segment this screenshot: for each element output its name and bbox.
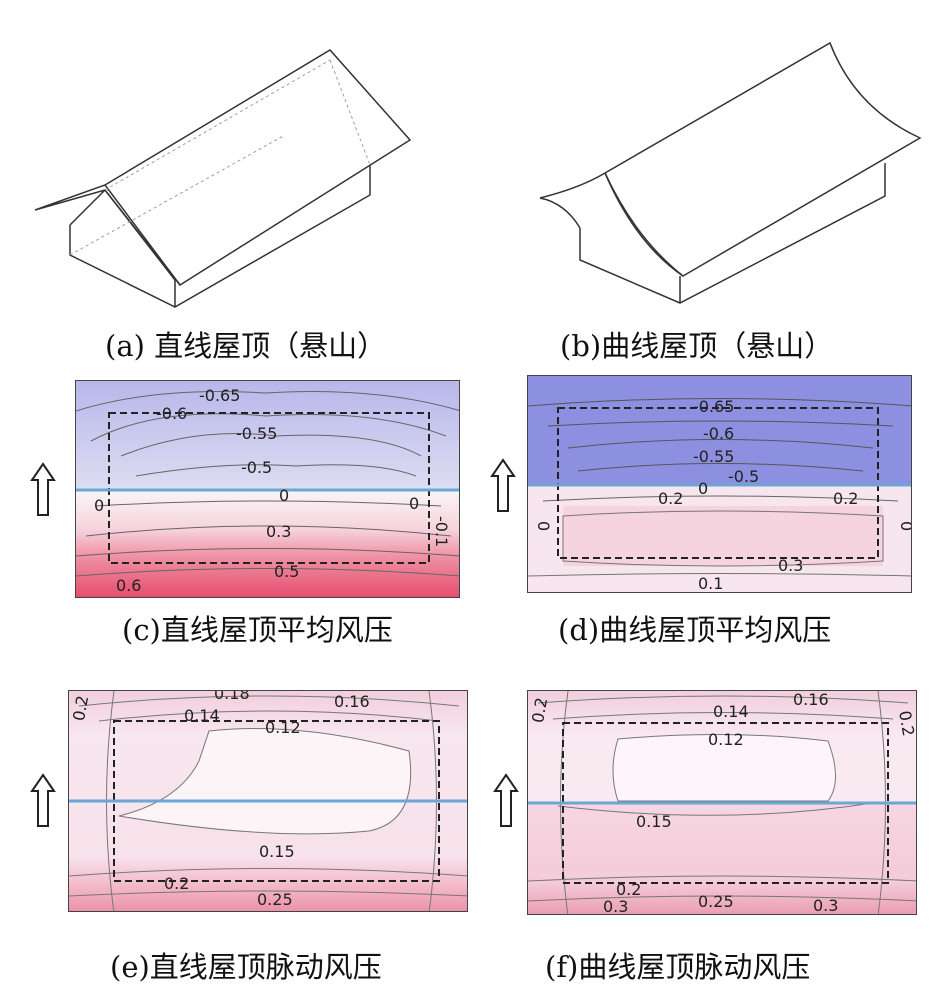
contour-map-straight-mean: -0.65 -0.6 -0.55 -0.5 0 0 0 -0.1 0.3 0.5… (75, 380, 460, 598)
caption-a: (a) 直线屋顶（悬山） (105, 329, 387, 363)
contour-label: 0.12 (708, 730, 744, 749)
contour-label: 0.16 (334, 692, 370, 711)
contour-label: 0 (698, 479, 708, 498)
contour-label: 0.3 (603, 897, 628, 915)
contour-label: 0.2 (616, 880, 641, 899)
contour-label: 0 (279, 486, 289, 505)
contour-label: -0.6 (703, 424, 734, 443)
contour-label: 0.18 (214, 691, 250, 703)
caption-c: (c)直线屋顶平均风压 (122, 613, 393, 647)
contour-label: 0.2 (164, 874, 189, 893)
contour-label: 0.16 (793, 691, 829, 709)
wind-arrow-icon (493, 773, 519, 827)
contour-label: 0 (409, 494, 419, 513)
contour-label: -0.65 (693, 397, 734, 416)
contour-map-curved-fluctuating: 0.2 0.16 0.14 0.12 0.2 0.15 0.2 0.25 0.3… (527, 690, 917, 915)
contour-label: 0.12 (265, 718, 301, 737)
contour-label: 0.14 (713, 702, 749, 721)
contour-label: 0 (534, 521, 553, 531)
contour-label: 0.1 (698, 574, 723, 593)
caption-f: (f)曲线屋顶脉动风压 (545, 950, 811, 984)
contour-label: 0.2 (69, 694, 92, 722)
contour-label: 0.3 (778, 556, 803, 575)
contour-label: 0.15 (259, 842, 295, 861)
contour-label: 0.3 (813, 896, 838, 915)
contour-label: 0 (897, 521, 912, 531)
contour-label: 0 (94, 496, 104, 515)
caption-d: (d)曲线屋顶平均风压 (558, 613, 832, 647)
house-straight-roof-figure (30, 40, 420, 315)
contour-label: 0.14 (184, 706, 220, 725)
wind-arrow-icon (490, 458, 516, 512)
contour-map-straight-fluctuating: 0.2 0.18 0.16 0.14 0.12 0.15 0.2 0.25 (68, 690, 468, 912)
house-curved-roof-figure (535, 38, 925, 313)
caption-b: (b)曲线屋顶（悬山） (560, 329, 834, 363)
contour-label: 0.3 (266, 522, 291, 541)
contour-label: 0.2 (833, 489, 858, 508)
wind-arrow-icon (30, 773, 56, 827)
house-curved-roof-drawing (539, 41, 922, 304)
contour-map-curved-mean: -0.65 -0.6 -0.55 -0.5 0 0.2 0.2 0 0 0.3 … (527, 375, 912, 593)
contour-label: 0.15 (636, 812, 672, 831)
contour-label: -0.55 (693, 447, 734, 466)
contour-label: 0.25 (698, 892, 734, 911)
contour-label: -0.1 (432, 516, 451, 547)
contour-label: -0.6 (156, 404, 187, 423)
contour-label: 0.6 (116, 576, 141, 595)
house-straight-roof-drawing (34, 49, 412, 308)
caption-e: (e)直线屋顶脉动风压 (110, 950, 382, 984)
contour-label: 0.2 (658, 489, 683, 508)
contour-label: 0.25 (257, 890, 293, 909)
contour-label: -0.5 (241, 458, 272, 477)
contour-label: 0.2 (528, 696, 551, 724)
contour-label: -0.5 (728, 467, 759, 486)
wind-arrow-icon (30, 462, 56, 516)
contour-label: 0.5 (274, 562, 299, 581)
contour-label: 0.2 (895, 709, 917, 737)
contour-label: -0.55 (236, 424, 277, 443)
contour-label: -0.65 (199, 386, 240, 405)
